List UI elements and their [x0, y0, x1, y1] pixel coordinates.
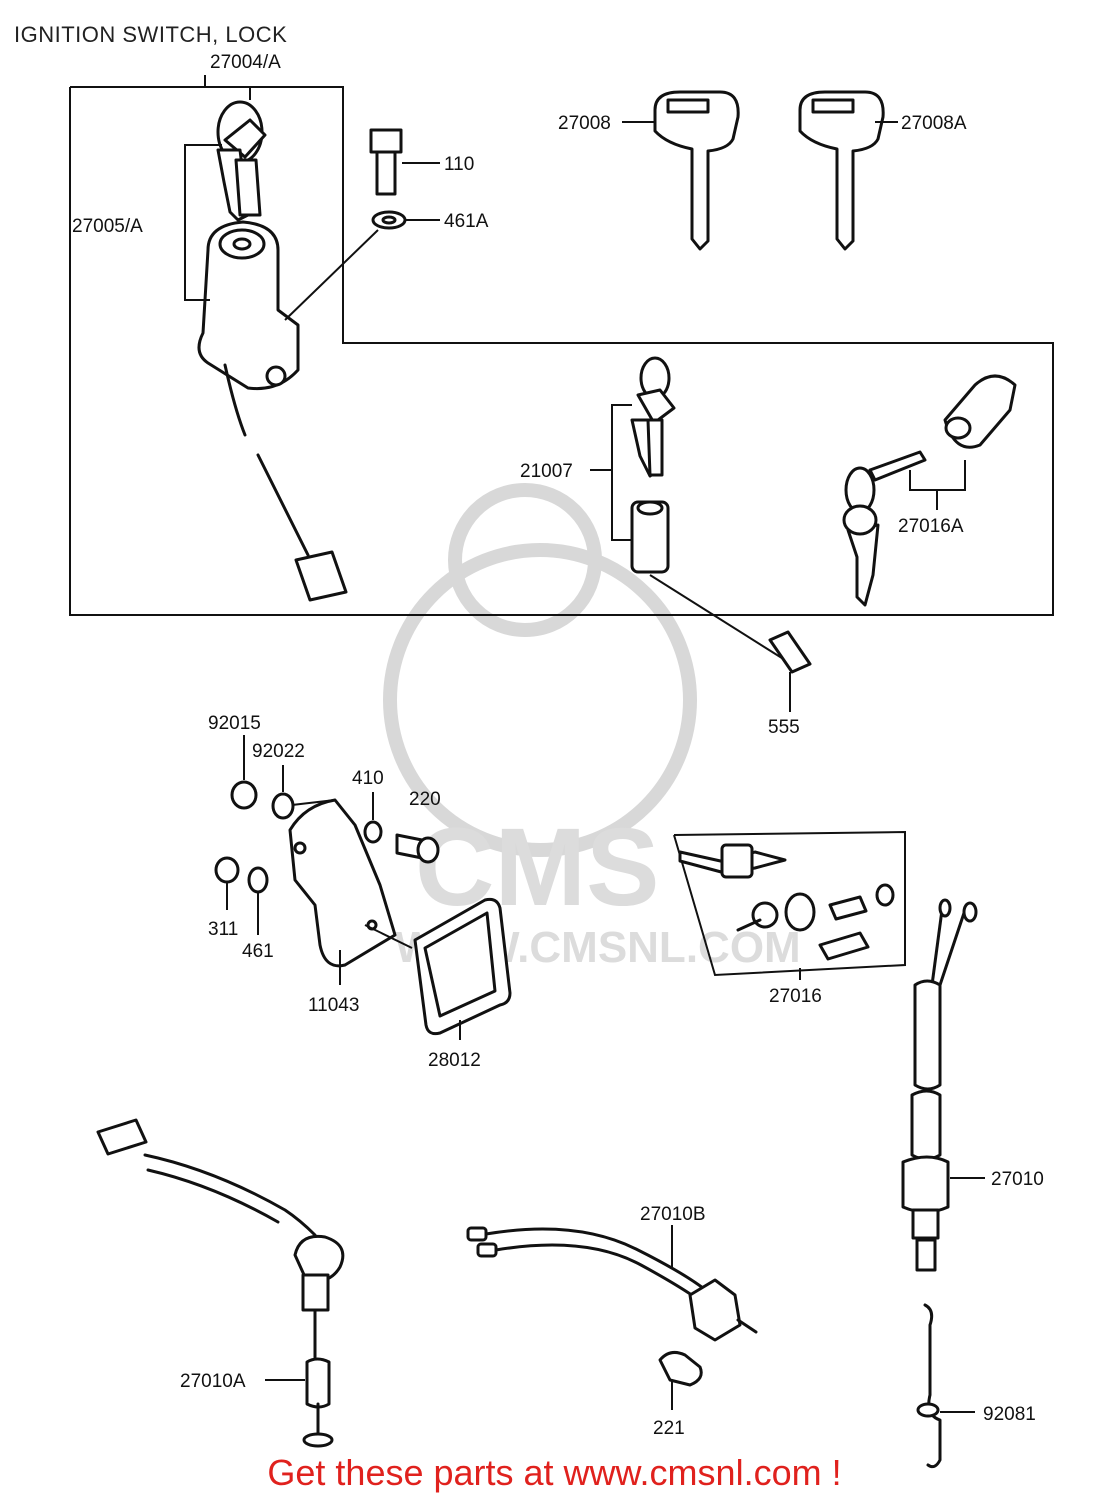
washer-410	[363, 792, 383, 844]
label-27016A: 27016A	[898, 516, 964, 537]
watermark-brand: CMS	[415, 806, 659, 929]
pin-555	[768, 630, 812, 712]
switch-27010B	[466, 1225, 758, 1342]
screw-220	[395, 833, 440, 864]
washer-92022	[271, 765, 336, 820]
bolt-110	[369, 128, 440, 196]
label-92022: 92022	[252, 741, 305, 762]
screw-221	[658, 1350, 703, 1410]
key-27008A	[798, 90, 898, 251]
label-461: 461	[242, 941, 274, 962]
cms-watermark: CMS WWW.CMSNL.COM	[383, 483, 801, 972]
washer-461	[247, 866, 269, 935]
label-27008A: 27008A	[901, 113, 967, 134]
label-27005A: 27005/A	[72, 216, 143, 237]
label-11043: 11043	[308, 995, 359, 1016]
footer-link-text[interactable]: Get these parts at www.cmsnl.com !	[267, 1452, 842, 1493]
kit-frame-27004A	[69, 75, 1054, 616]
reflector-28012	[364, 897, 512, 1040]
part-labels: 27004/A 27005/A 110 461A 27008 27008A 21…	[72, 52, 1044, 1439]
lock-set-27016A	[842, 374, 1017, 607]
label-27016: 27016	[769, 986, 822, 1007]
label-27004A: 27004/A	[210, 52, 281, 73]
label-220: 220	[409, 789, 441, 810]
label-311: 311	[208, 919, 238, 940]
label-410: 410	[352, 768, 384, 789]
ignition-switch	[184, 100, 348, 602]
switch-27010A	[96, 1118, 345, 1448]
lock-21007	[590, 356, 786, 661]
label-221: 221	[653, 1418, 685, 1439]
switch-27010	[901, 898, 985, 1272]
label-461A: 461A	[444, 211, 489, 232]
diagram-title: IGNITION SWITCH, LOCK	[14, 22, 288, 47]
label-92081: 92081	[983, 1404, 1036, 1425]
label-27010B: 27010B	[640, 1204, 706, 1225]
label-27010A: 27010A	[180, 1371, 246, 1392]
nut-92015	[230, 735, 258, 810]
kit-frame-27016	[673, 830, 906, 980]
label-110: 110	[444, 154, 474, 175]
label-21007: 21007	[520, 461, 573, 482]
washer-461A	[284, 210, 440, 321]
label-27008: 27008	[558, 113, 611, 134]
label-555: 555	[768, 717, 800, 738]
label-92015: 92015	[208, 713, 261, 734]
nut-311	[214, 856, 240, 910]
label-28012: 28012	[428, 1050, 481, 1071]
spring-92081	[916, 1303, 975, 1469]
key-27008	[622, 90, 740, 251]
label-27010: 27010	[991, 1169, 1044, 1190]
